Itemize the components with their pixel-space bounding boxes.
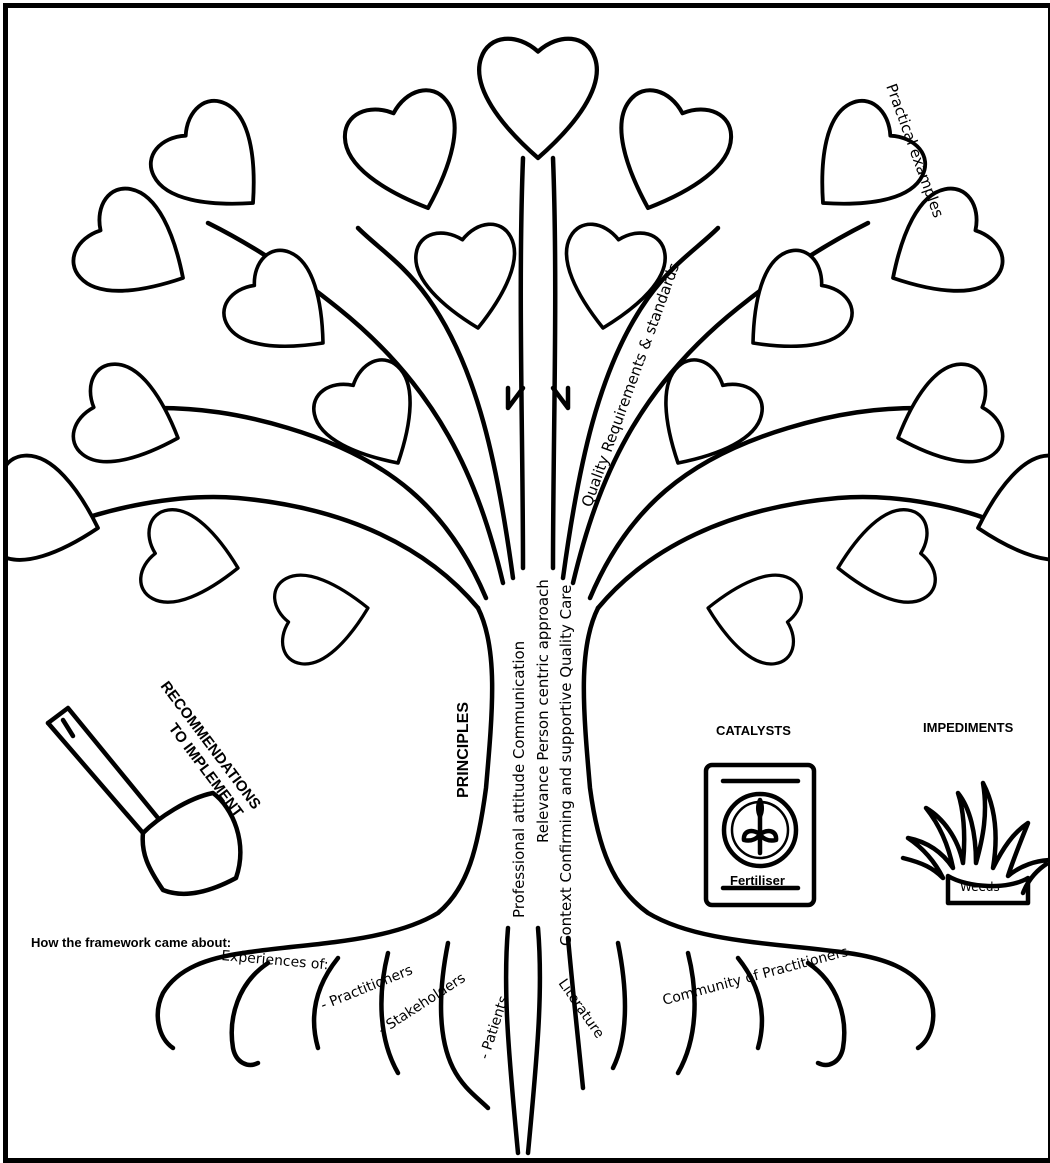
practitioners-label: - Practitioners [319,962,415,1013]
tree-leaves [8,39,1048,668]
principle-column-3: Context Confirming and supportive Qualit… [557,585,575,946]
principles-label: PRINCIPLES [455,702,472,798]
weeds-label: Weeds [960,880,1000,894]
diagram-frame: Practical examples Quality Requirements … [3,3,1050,1163]
principle-column-1: Professional attitude Communication [510,641,528,918]
plant-sprout-icon [744,800,776,853]
fertiliser-label: Fertiliser [730,873,785,888]
how-framework-label: How the framework came about: [31,935,231,950]
literature-label: Literature [555,976,607,1041]
framework-tree-diagram: Practical examples Quality Requirements … [8,8,1048,1158]
principle-column-2: Relevance Person centric approach [534,579,552,843]
catalysts-label: CATALYSTS [716,723,791,738]
impediments-label: IMPEDIMENTS [923,720,1014,735]
experiences-of-label: Experiences of: [221,948,330,973]
